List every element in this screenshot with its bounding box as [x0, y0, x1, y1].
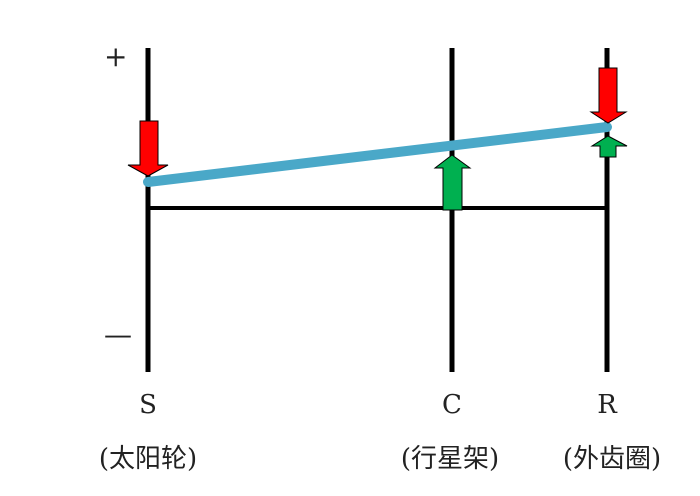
label-s: S	[139, 390, 157, 420]
name-planet-carrier: (行星架)	[400, 444, 500, 474]
name-sun-gear: (太阳轮)	[98, 444, 198, 474]
green-arrow-r	[590, 135, 628, 158]
minus-sign: —	[104, 318, 132, 351]
plus-sign: +	[104, 40, 128, 73]
red-arrow-r	[589, 67, 628, 124]
lever-line	[143, 122, 612, 187]
green-arrow-c	[433, 154, 472, 211]
label-c: C	[442, 390, 462, 420]
label-r: R	[597, 390, 617, 420]
red-arrow-s	[127, 120, 169, 177]
name-ring-gear: (外齿圈)	[562, 444, 662, 474]
